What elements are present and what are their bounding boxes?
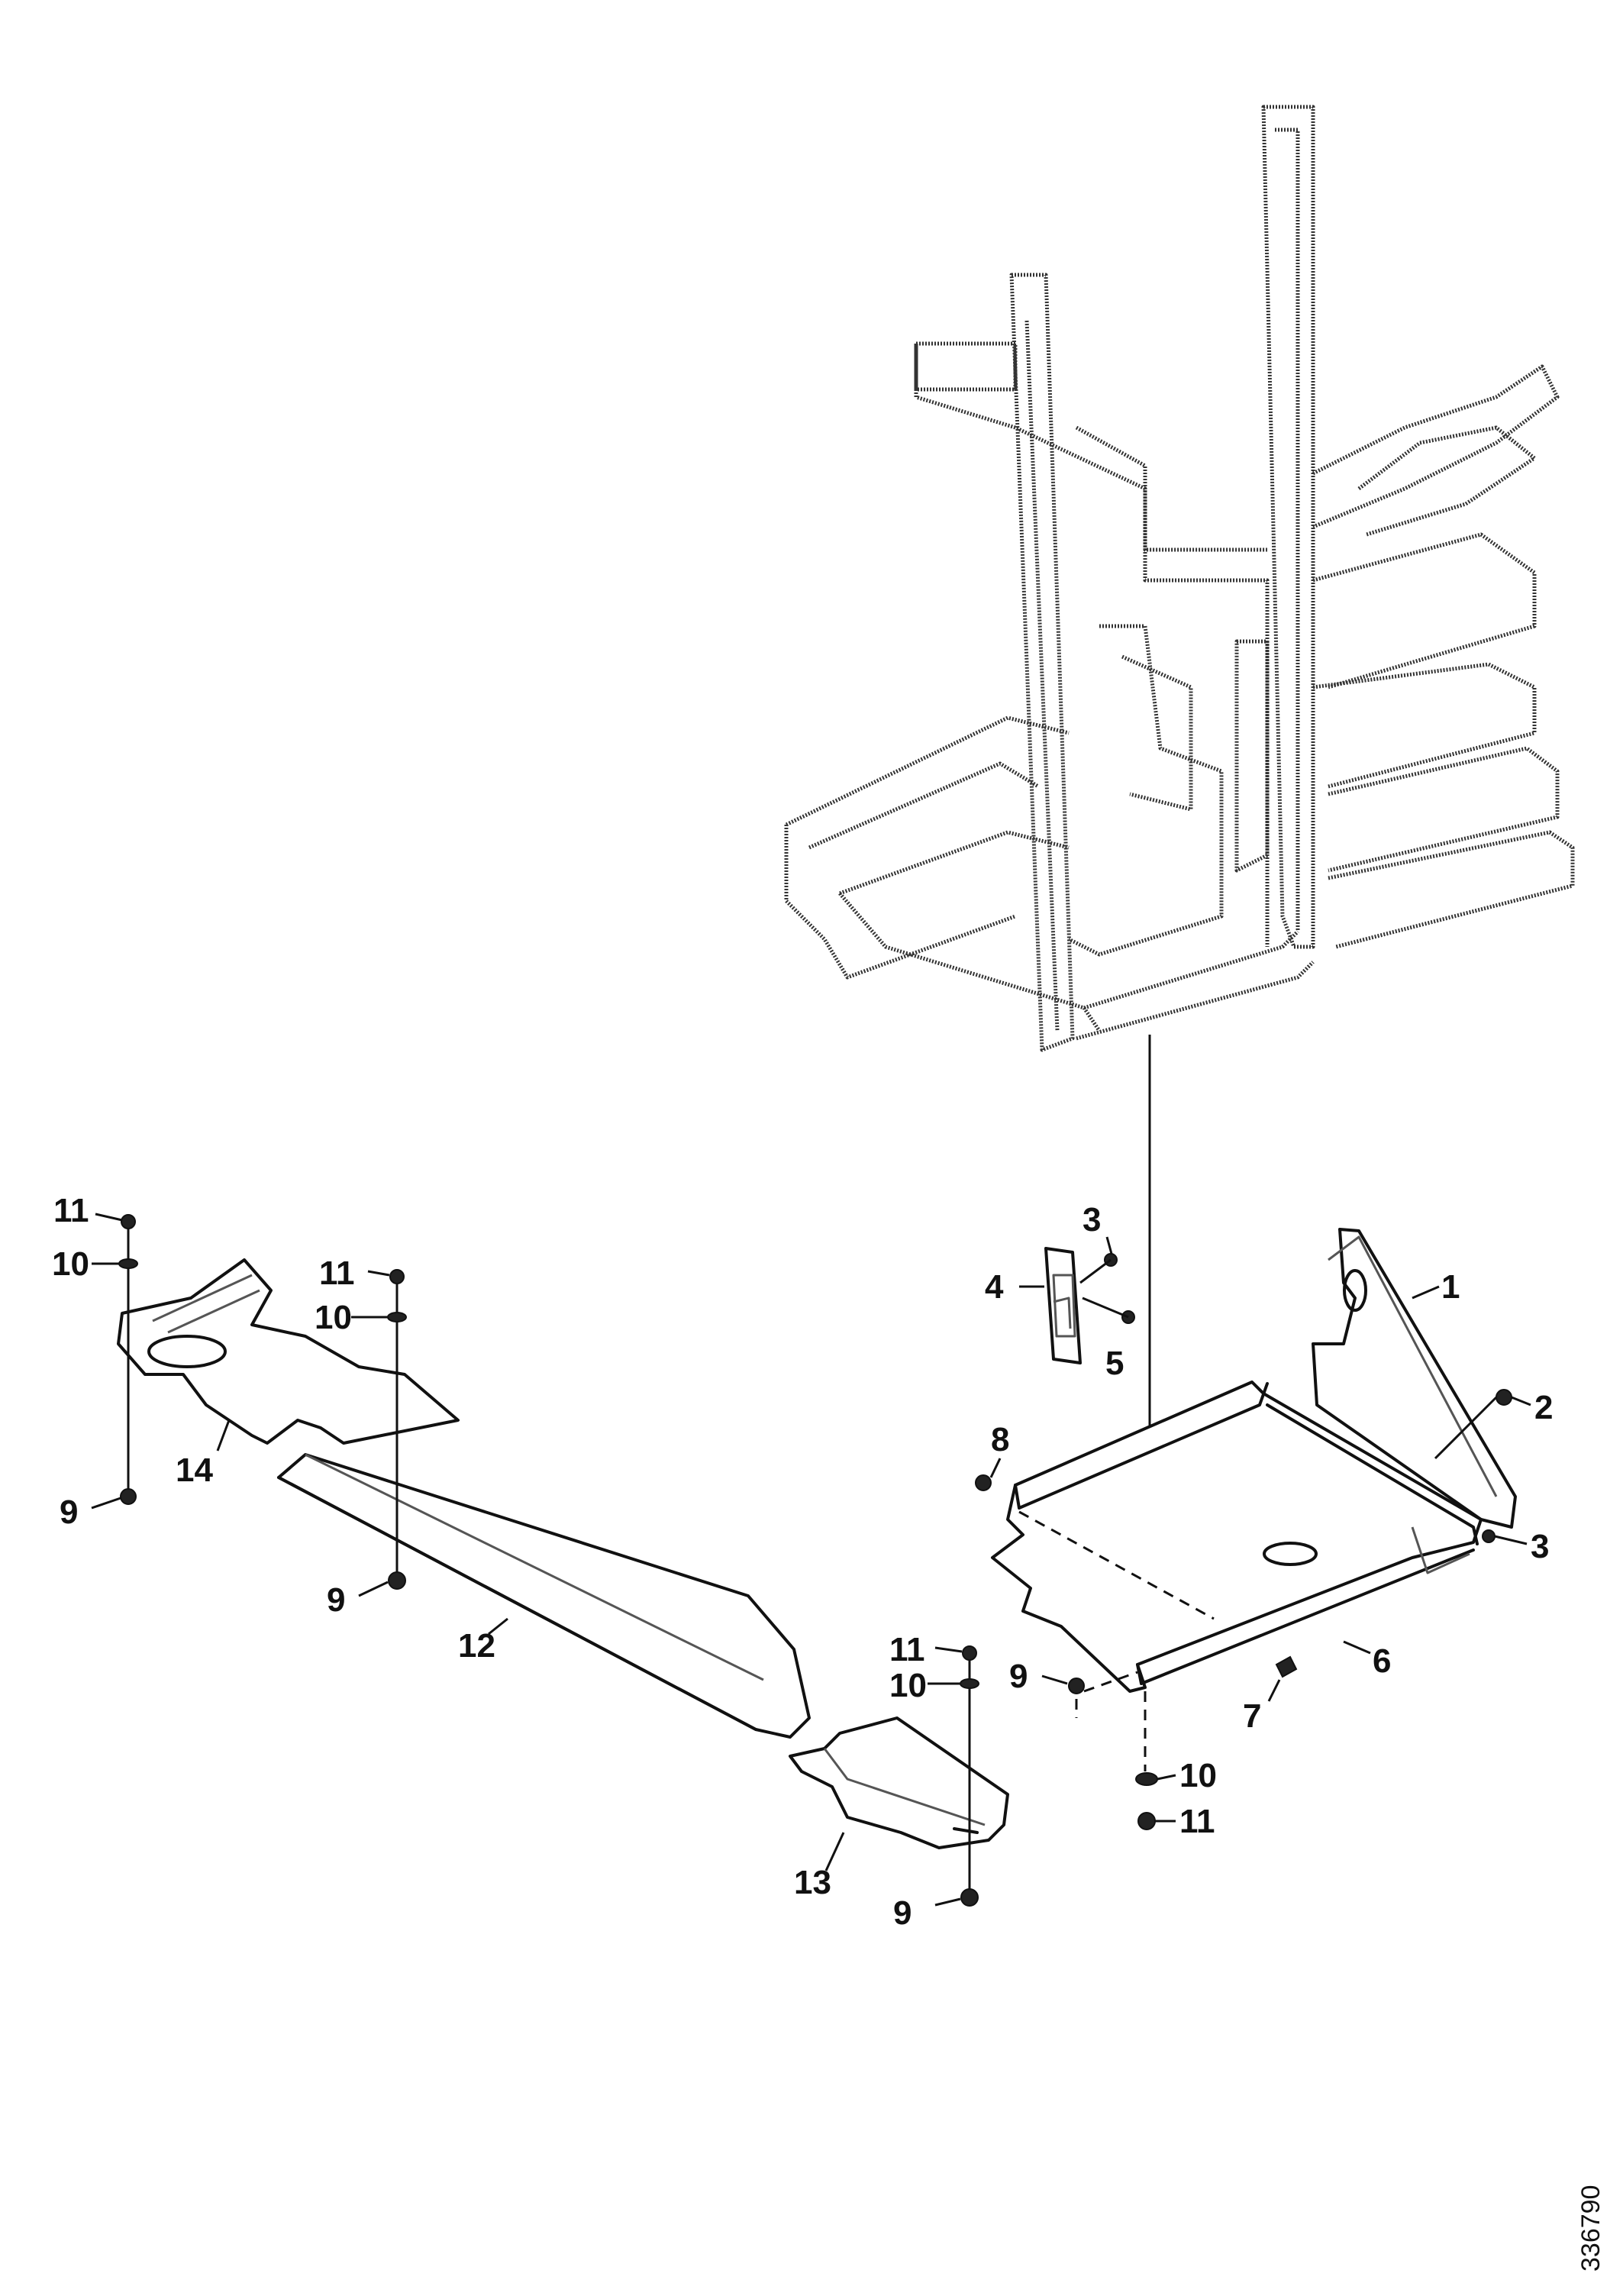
- callout-11-tray: 11: [1179, 1803, 1215, 1840]
- callout-14: 14: [176, 1452, 213, 1489]
- callout-2: 2: [1534, 1389, 1553, 1426]
- callout-10-right: 10: [889, 1667, 927, 1704]
- part-9-bolt-left: [120, 1488, 137, 1505]
- callout-12: 12: [458, 1627, 495, 1665]
- part-9-bolt-middle: [388, 1571, 406, 1590]
- callout-7: 7: [1243, 1697, 1261, 1735]
- part-14-left-plate: [117, 1258, 460, 1445]
- callout-9-left: 9: [60, 1494, 78, 1531]
- callout-9-middle: 9: [327, 1581, 345, 1619]
- part-10-washer-left: [118, 1258, 138, 1269]
- callout-10-left: 10: [52, 1245, 89, 1283]
- callout-10-middle: 10: [315, 1299, 352, 1336]
- part-6-main-tray: [991, 1381, 1483, 1693]
- callout-6: 6: [1373, 1642, 1391, 1680]
- callout-1: 1: [1441, 1268, 1460, 1306]
- document-number: 336790: [1576, 2185, 1605, 2272]
- callout-4: 4: [985, 1268, 1004, 1306]
- callout-9-center: 9: [1009, 1658, 1028, 1695]
- callout-11-left: 11: [53, 1192, 89, 1229]
- callout-9-right: 9: [893, 1894, 912, 1932]
- part-3-screw-right: [1482, 1529, 1496, 1543]
- callout-10-tray: 10: [1179, 1757, 1217, 1794]
- part-9-bolt-center: [1068, 1671, 1138, 1718]
- callout-3-right: 3: [1531, 1528, 1549, 1565]
- part-4-plate: [1044, 1247, 1082, 1364]
- callout-3-top: 3: [1083, 1201, 1101, 1238]
- callout-8: 8: [991, 1421, 1009, 1458]
- part-11-nut-left: [121, 1214, 136, 1229]
- part-7-bolt: [1275, 1655, 1298, 1678]
- callout-11-right: 11: [889, 1631, 925, 1668]
- part-12-long-rail: [277, 1453, 811, 1739]
- callout-5: 5: [1105, 1345, 1124, 1382]
- part-10-washer-right: [960, 1678, 979, 1689]
- part-1-side-bracket: [1312, 1228, 1517, 1529]
- part-13-small-plate: [789, 1716, 1009, 1849]
- part-11-nut-right: [962, 1645, 977, 1661]
- callouts: 1 2 3 3 4 5 6 7 8 9 9 9 9 10 10 10 10 11…: [52, 1192, 1553, 1932]
- part-8-nut: [975, 1474, 992, 1491]
- part-10-washer-tray: [1135, 1772, 1158, 1786]
- callout-11-middle: 11: [319, 1255, 355, 1292]
- part-9-bolt-right: [960, 1888, 979, 1907]
- part-11-nut-tray: [1137, 1812, 1156, 1830]
- callout-13: 13: [794, 1864, 831, 1901]
- part-3-screw-top: [1079, 1253, 1118, 1284]
- chassis-frame: [784, 105, 1575, 1052]
- part-10-washer-middle: [387, 1312, 407, 1322]
- part-11-nut-middle: [389, 1269, 405, 1284]
- part-5-screw: [1082, 1297, 1135, 1324]
